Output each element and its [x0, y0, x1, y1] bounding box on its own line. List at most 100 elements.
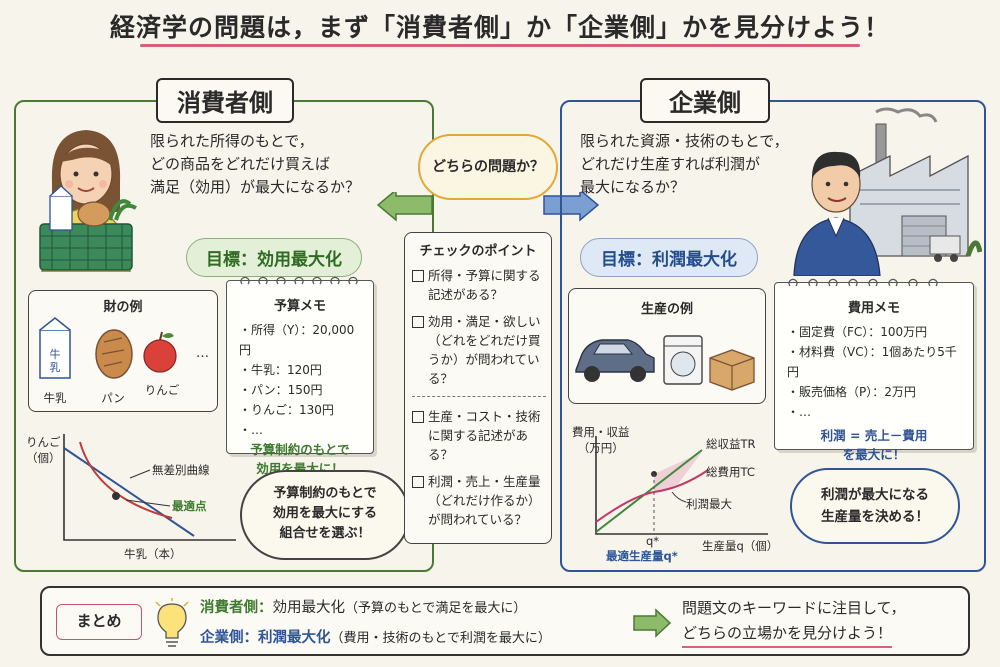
summary-consumer-detail: （予算のもとで満足を最大に） — [345, 601, 527, 616]
tr-label: 総収益TR — [706, 437, 756, 451]
consumer-question-line: どの商品をどれだけ買えば — [150, 155, 331, 173]
firm-ylabel-line: 費用・収益 — [572, 425, 630, 439]
qstar-label: q* — [646, 534, 660, 548]
consumer-chart-xlabel: 牛乳（本） — [124, 547, 182, 561]
bread-icon — [95, 329, 133, 379]
consumer-goal: 目標：効用最大化 — [186, 238, 362, 277]
consumer-ylabel-line: （個） — [26, 451, 61, 465]
profit-area — [654, 452, 702, 492]
budget-item: ・牛乳：120円 — [239, 363, 322, 377]
summary-consumer-head: 消費者側： — [200, 600, 273, 616]
cost-memo-title: 費用メモ — [847, 301, 900, 316]
summary-advice-line: どちらの立場かを見分けよう！ — [682, 621, 893, 648]
arrow-right-icon — [543, 192, 600, 222]
tc-label: 総費用TC — [706, 465, 755, 479]
check-item[interactable]: 生産・コスト・技術に関する記述がある？ — [412, 407, 546, 464]
check-item[interactable]: 効用・満足・欲しい（どれをどれだけ買うか）が問われている？ — [412, 312, 546, 388]
goods-title: 財の例 — [103, 300, 143, 315]
budget-item: ・パン：150円 — [239, 383, 323, 397]
consumer-cloud-line: 効用を最大にする — [272, 506, 378, 521]
budget-item: ・所得（Y）：20,000円 — [239, 323, 355, 357]
budget-memo: 予算メモ ・所得（Y）：20,000円 ・牛乳：120円 ・パン：150円 ・り… — [226, 280, 374, 476]
checkbox-icon[interactable] — [412, 476, 424, 488]
check-item-text: 効用・満足・欲しい（どれをどれだけ買うか）が問われている？ — [428, 314, 541, 386]
center-question-cloud — [418, 134, 558, 200]
firm-question-line: どれだけ生産すれば利潤が — [580, 155, 761, 173]
optimum-point — [112, 492, 120, 500]
summary-consumer-line: 消費者側：効用最大化（予算のもとで満足を最大に） — [200, 596, 526, 617]
memo-spiral — [240, 276, 358, 285]
summary-consumer-goal: 効用最大化 — [272, 600, 346, 616]
cost-item: ・材料費（VC）：1個あたり5千円 — [787, 345, 957, 379]
check-item-text: 利潤・売上・生産量（どれだけ作るか）が問われている？ — [428, 474, 541, 527]
consumer-question: 限られた所得のもとで， どの商品をどれだけ買えば 満足（効用）が最大になるか？ — [150, 130, 410, 199]
svg-text:乳: 乳 — [50, 361, 61, 374]
checkbox-icon[interactable] — [412, 411, 424, 423]
firm-goal: 目標：利潤最大化 — [580, 238, 758, 277]
budget-item: ・りんご：130円 — [239, 403, 334, 417]
goods-label-bread: パン — [101, 391, 125, 405]
summary-box: まとめ 消費者側：効用最大化（予算のもとで満足を最大に） 企業側：利潤最大化（費… — [40, 586, 970, 656]
firm-cloud-line: 利潤が最大になる — [821, 487, 929, 503]
check-item[interactable]: 利潤・売上・生産量（どれだけ作るか）が問われている？ — [412, 472, 546, 529]
firm-ylabel-line: （万円） — [577, 441, 624, 455]
products-icons — [575, 335, 755, 391]
arrow-left-icon — [376, 192, 433, 222]
budget-memo-title: 予算メモ — [273, 299, 326, 314]
page-title: 経済学の問題は，まず「消費者側」か「企業側」かを見分けよう！ — [109, 13, 890, 42]
consumer-cloud-text: 予算制約のもとで 効用を最大にする 組合せを選ぶ！ — [240, 484, 410, 544]
optimal-quantity-label: 最適生産量q* — [606, 549, 678, 563]
goods-label-milk: 牛乳 — [43, 391, 67, 405]
summary-advice: 問題文のキーワードに注目して， どちらの立場かを見分けよう！ — [682, 596, 906, 648]
indifference-curve — [79, 441, 173, 519]
cost-memo: 費用メモ ・固定費（FC）：100万円 ・材料費（VC）：1個あたり5千円 ・販… — [774, 282, 974, 462]
consumer-cloud-line: 予算制約のもとで — [273, 486, 377, 501]
firm-cloud-text: 利潤が最大になる 生産量を決める！ — [790, 484, 960, 528]
budget-note-line: 予算制約のもとで — [250, 442, 350, 457]
goods-more: … — [196, 346, 209, 361]
lightbulb-icon — [155, 598, 189, 647]
washing-machine-icon — [663, 335, 703, 385]
factory-illustration — [793, 107, 982, 276]
budget-line — [63, 447, 195, 537]
car-icon — [575, 339, 655, 382]
cost-memo-note: 利潤 = 売上－費用 を最大に！ — [775, 426, 973, 464]
summary-advice-line: 問題文のキーワードに注目して， — [682, 599, 906, 617]
firm-question-line: 最大になるか？ — [580, 178, 686, 196]
firm-title: 企業側 — [640, 78, 770, 123]
shopper-illustration — [39, 130, 137, 272]
indifference-label: 無差別曲線 — [152, 463, 210, 477]
consumer-title: 消費者側 — [156, 78, 294, 123]
consumer-cloud — [240, 470, 410, 560]
consumer-chart-ylabel: りんご （個） — [26, 434, 61, 466]
consumer-question-line: 満足（効用）が最大になるか？ — [150, 178, 361, 196]
summary-firm-line: 企業側：利潤最大化（費用・技術のもとで利潤を最大に） — [200, 626, 551, 647]
firm-question-line: 限られた資源・技術のもとで， — [580, 132, 789, 150]
summary-firm-head: 企業側： — [200, 630, 258, 646]
checkbox-icon[interactable] — [412, 270, 424, 282]
summary-firm-detail: （費用・技術のもとで利潤を最大に） — [330, 631, 551, 646]
cost-item: ・… — [787, 405, 812, 419]
cost-note-line: を最大に！ — [842, 447, 906, 462]
checkbox-icon[interactable] — [412, 316, 424, 328]
firm-question: 限られた資源・技術のもとで， どれだけ生産すれば利潤が 最大になるか？ — [580, 130, 820, 199]
firm-panel — [560, 100, 986, 572]
consumer-cloud-line: 組合せを選ぶ！ — [279, 526, 371, 541]
apple-icon — [143, 331, 177, 373]
goods-label-apple: りんご — [144, 383, 180, 397]
cost-item: ・販売価格（P）：2万円 — [787, 385, 916, 399]
title-underline — [140, 44, 860, 47]
tr-line — [595, 449, 703, 533]
consumer-ylabel-line: りんご — [26, 435, 61, 449]
indifference-chart — [63, 434, 236, 541]
budget-item: ・… — [239, 423, 264, 437]
firm-cloud-line: 生産量を決める！ — [821, 509, 929, 525]
check-item[interactable]: 所得・予算に関する記述がある？ — [412, 266, 546, 304]
arrow-right-green-icon — [633, 608, 672, 638]
summary-firm-goal: 利潤最大化 — [258, 630, 331, 646]
check-item-text: 所得・予算に関する記述がある？ — [428, 268, 541, 302]
cost-note-line: 利潤 = 売上－費用 — [820, 428, 928, 443]
max-profit-label: 利潤最大 — [686, 497, 732, 511]
profit-chart — [595, 436, 768, 535]
check-points-title: チェックのポイント — [419, 244, 537, 259]
